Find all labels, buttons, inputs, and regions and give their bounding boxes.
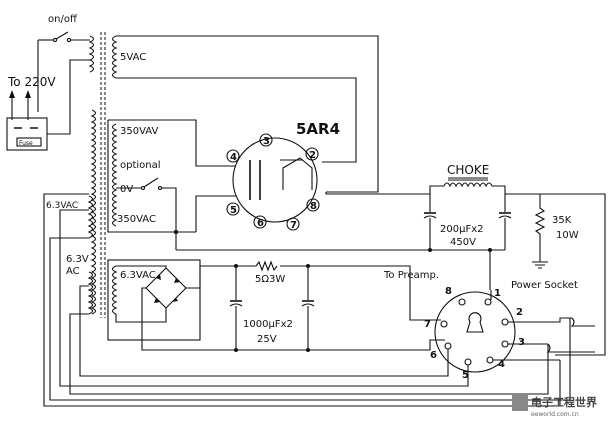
socket-pin-2-hole	[501, 318, 509, 326]
label-6v3-heater: 6.3VAC	[120, 270, 156, 281]
filter-cap-value: 200μFx2	[440, 224, 483, 235]
socket-key	[466, 312, 484, 333]
arrow-up-icon	[9, 90, 15, 98]
heater-cap-value: 1000μFx2	[243, 319, 293, 330]
socket-pin-8: 8	[445, 286, 452, 297]
wires-5vac	[116, 35, 379, 193]
socket-pin-2: 2	[516, 307, 523, 318]
watermark: 电子工程世界 eeworld.com.cn	[512, 395, 597, 418]
socket-pin-6-hole	[444, 342, 452, 350]
tube-pin-5-ring	[226, 202, 240, 216]
switch-label: on/off	[48, 14, 78, 25]
bleeder-resistor	[534, 194, 546, 262]
socket-pin-4-hole	[486, 356, 494, 364]
filter-cap-1-plate-bottom	[423, 215, 437, 219]
label-6v3-ac-1: 6.3V	[66, 254, 89, 265]
diode-icons	[154, 274, 180, 303]
ground-icon	[532, 261, 548, 269]
tube-pin-3: 3	[263, 136, 270, 147]
watermark-site: eeworld.com.cn	[531, 411, 579, 418]
socket-pin-7-hole	[440, 320, 448, 328]
fuse-symbol	[16, 137, 42, 147]
socket-pin-6: 6	[430, 350, 437, 361]
label-350vac: 350VAC	[117, 214, 156, 225]
tube-pin-6: 6	[257, 218, 264, 229]
b-plus-filter: CHOKE 200μFx2 450V 35K 10W	[176, 163, 606, 356]
choke-label: CHOKE	[447, 163, 489, 177]
socket-pin-8-hole	[458, 298, 466, 306]
watermark-logo	[512, 395, 528, 411]
optional-switch	[143, 177, 159, 188]
heater-cap-2-plate-bottom	[301, 303, 315, 307]
label-0v: 0V	[120, 184, 133, 195]
power-switch	[37, 31, 90, 112]
socket-pin-1: 1	[494, 288, 501, 299]
power-transformer: 5VAC 350VAV optional 0V 350VAC 6.3VAC 6.…	[46, 32, 161, 318]
heater-res-value: 5Ω3W	[255, 274, 285, 285]
socket-pin-5: 5	[462, 370, 469, 381]
tube-pin-6-ring	[253, 215, 267, 229]
label-5vac: 5VAC	[120, 52, 146, 63]
tube-label: 5AR4	[296, 120, 340, 138]
tube-pin-5: 5	[230, 205, 237, 216]
power-socket: To Preamp. Power Socket 8 1 2 3 4 5 6 7	[43, 193, 595, 407]
arrow-up-icon	[25, 90, 31, 98]
coil-350vac	[111, 123, 118, 227]
coil-6v3-left	[87, 195, 94, 239]
watermark-brand: 电子工程世界	[531, 395, 597, 409]
socket-label: Power Socket	[511, 280, 578, 291]
choke-coil	[443, 182, 493, 188]
mains-label: To 220V	[7, 75, 56, 89]
bleeder-res-power: 10W	[556, 230, 579, 241]
tube-filament	[282, 157, 313, 190]
tube-envelope	[232, 137, 318, 223]
tube-pin-2-ring	[305, 147, 319, 161]
coil-6v3-heater	[111, 265, 118, 315]
socket-pin-4: 4	[498, 359, 505, 370]
filter-cap-2-plate-bottom	[498, 215, 512, 219]
bleeder-res-value: 35K	[552, 215, 572, 226]
label-350vav: 350VAV	[120, 126, 158, 137]
socket-pin-3: 3	[518, 337, 525, 348]
tube-pin-7-ring	[286, 217, 300, 231]
socket-pin-7: 7	[424, 319, 431, 330]
mains-input: on/off To 220V Fuse	[6, 14, 90, 151]
primary-coil-top	[88, 35, 95, 73]
coil-5vac	[111, 35, 118, 79]
socket-body	[434, 291, 516, 373]
heater-supply: 5Ω3W 1000μFx2 25V	[107, 259, 425, 352]
preamp-label: To Preamp.	[383, 270, 439, 281]
mains-return-wire	[47, 59, 90, 135]
tube-pin-4: 4	[230, 152, 237, 163]
socket-pin-5-hole	[464, 358, 472, 366]
wires-350v	[107, 119, 236, 250]
tube-pin-8: 8	[310, 201, 317, 212]
label-6v3-left: 6.3VAC	[46, 201, 78, 211]
heater-resistor	[255, 260, 278, 272]
tube-pin-4-ring	[226, 149, 240, 163]
tube-pin-8-ring	[306, 198, 320, 212]
socket-pin-1-hole	[484, 298, 492, 306]
tube-pin-3-ring	[259, 133, 273, 147]
tube-pin-7: 7	[290, 220, 297, 231]
fuse-label: Fuse	[19, 140, 33, 147]
filter-cap-voltage: 450V	[450, 237, 476, 248]
coil-6v3-ac	[87, 271, 94, 315]
rectifier-tube-5ar4: 5AR4 3 4 2 5 6 7 8	[226, 120, 340, 231]
socket-pin-3-hole	[501, 340, 509, 348]
label-optional: optional	[120, 160, 161, 171]
label-6v3-ac-2: AC	[66, 266, 80, 277]
heater-cap-voltage: 25V	[257, 334, 277, 345]
tube-pin-2: 2	[309, 150, 316, 161]
heater-box	[107, 259, 201, 341]
heater-cap-1-plate-bottom	[229, 303, 243, 307]
